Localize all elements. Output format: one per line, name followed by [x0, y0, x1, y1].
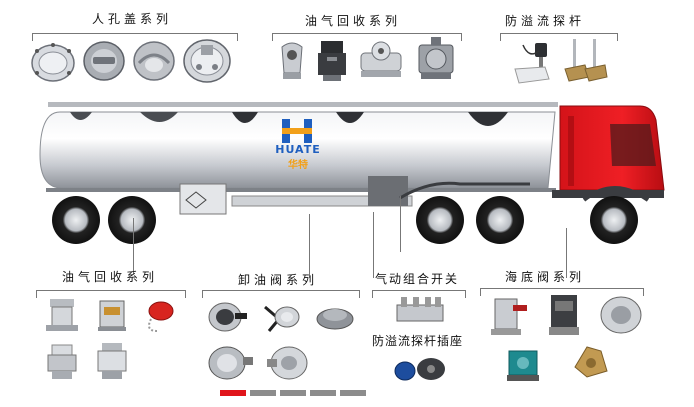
pager-dot-4[interactable]: [310, 390, 336, 396]
overfill-bracket: [500, 33, 618, 41]
unloading-valve-3[interactable]: [204, 340, 256, 384]
manhole-cover-4[interactable]: [180, 36, 234, 86]
bottom-valve-bracket: [480, 288, 644, 296]
vapor-top-bracket: [272, 33, 462, 41]
overfill-probe-2[interactable]: [560, 36, 612, 86]
vapor-coupler-1[interactable]: [40, 294, 84, 334]
bottom-valve-3[interactable]: [594, 292, 646, 338]
overfill-probe-title: 防溢流探杆: [505, 14, 586, 28]
bottom-valve-4[interactable]: [500, 342, 546, 386]
unloading-cap[interactable]: [312, 300, 358, 334]
vapor-cap-red[interactable]: [134, 296, 184, 336]
pager-dot-3[interactable]: [280, 390, 306, 396]
pneumatic-bracket: [372, 290, 466, 298]
bottom-valve-title: 海底阀系列: [505, 270, 586, 284]
bottom-valve-1[interactable]: [484, 292, 534, 338]
vapor-bottom-bracket: [36, 290, 186, 298]
vapor-adapter-1[interactable]: [40, 342, 84, 382]
bottom-valve-5[interactable]: [566, 336, 616, 384]
manhole-bracket: [32, 33, 238, 41]
carousel-pager: [220, 390, 366, 396]
unloading-valve-4[interactable]: [262, 340, 314, 384]
manhole-series-title: 人孔盖系列: [92, 12, 173, 26]
pager-dot-1[interactable]: [220, 390, 246, 396]
vapor-coupler-2[interactable]: [92, 294, 132, 334]
unloading-valve-title: 卸油阀系列: [238, 273, 319, 287]
pneumatic-switch-block[interactable]: [392, 294, 448, 328]
vapor-adapter-2[interactable]: [92, 340, 132, 382]
overfill-socket[interactable]: [386, 350, 456, 386]
huate-logo-mark: [282, 119, 312, 143]
unloading-valve-1[interactable]: [204, 296, 250, 336]
bottom-valve-2[interactable]: [544, 290, 584, 338]
overfill-probe-1[interactable]: [508, 38, 558, 86]
overfill-socket-title: 防溢流探杆插座: [372, 334, 464, 348]
pager-dot-5[interactable]: [340, 390, 366, 396]
manhole-cover-3[interactable]: [130, 38, 178, 84]
logo-cn: 华特: [288, 160, 308, 171]
unloading-valve-2[interactable]: [258, 296, 306, 336]
tanker-truck-illustration: [39, 102, 665, 244]
huate-logo: HUATE 华特: [268, 115, 328, 171]
vapor-valve-3[interactable]: [356, 38, 406, 82]
vapor-recovery-bottom-title: 油气回收系列: [62, 270, 159, 284]
logo-brand: HUATE: [275, 143, 321, 156]
pneumatic-switch-title: 气动组合开关: [375, 272, 460, 286]
vapor-valve-2[interactable]: [312, 36, 352, 84]
pager-dot-2[interactable]: [250, 390, 276, 396]
vapor-valve-4[interactable]: [412, 34, 460, 84]
vapor-recovery-top-title: 油气回收系列: [305, 14, 402, 28]
vapor-valve-1[interactable]: [275, 38, 309, 82]
manhole-cover-2[interactable]: [80, 38, 128, 84]
unloading-bracket: [202, 290, 360, 298]
manhole-cover-1[interactable]: [28, 38, 78, 84]
